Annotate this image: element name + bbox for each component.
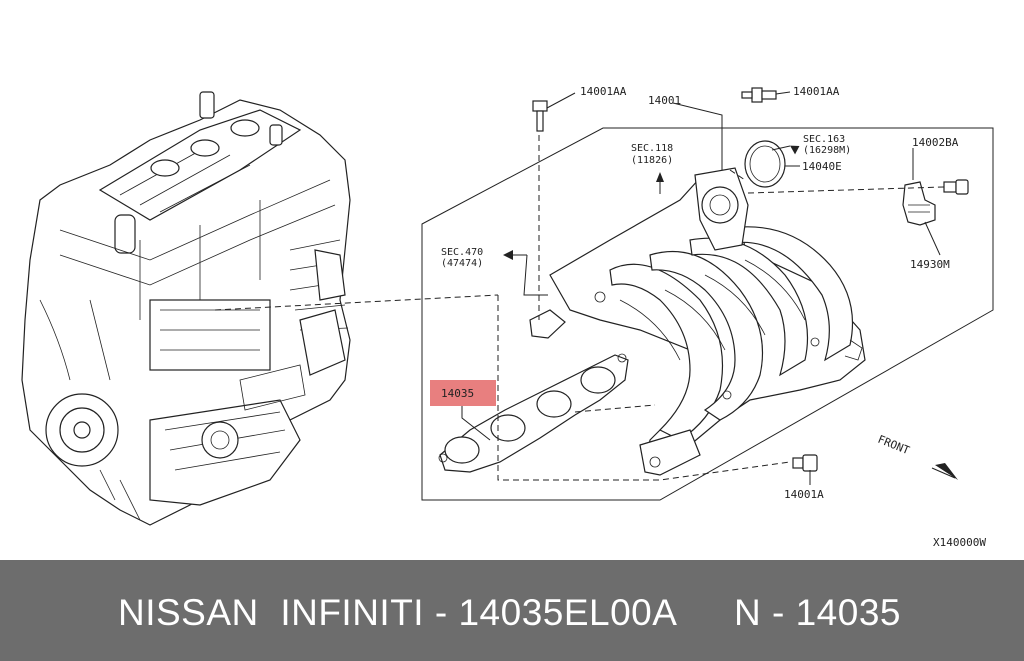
label-14001A: 14001A [784, 488, 824, 501]
label-sec470: SEC.470 [441, 247, 483, 258]
label-sec163: SEC.163 [803, 134, 845, 145]
bolt-14001AA-top-left [532, 100, 548, 132]
assembly-boundary [421, 127, 994, 501]
label-14930M: 14930M [910, 258, 950, 271]
label-14002BA: 14002BA [912, 136, 959, 149]
highlight-box-14035 [430, 380, 496, 406]
engine-to-manifold-leader [214, 294, 499, 311]
label-14001: 14001 [648, 94, 681, 107]
exploded-parts-diagram: 14001AA 14001 14001AA SEC.118 (11826) SE… [21, 85, 994, 549]
bolt-14001AA-top-right [741, 87, 777, 103]
label-sec118-sub: (11826) [631, 155, 673, 166]
sensor-14930M [902, 181, 936, 226]
label-14001AA-top-right: 14001AA [793, 85, 840, 98]
footer-part-title: NISSAN INFINITI - 14035EL00A [118, 592, 678, 633]
label-sec118: SEC.118 [631, 143, 673, 154]
label-14001AA-top-left: 14001AA [580, 85, 627, 98]
footer-reference-number: N - 14035 [734, 592, 901, 633]
part-number-footer: NISSAN INFINITI - 14035EL00A N - 14035 [0, 560, 1024, 661]
label-14040E: 14040E [802, 160, 842, 173]
engine-block-illustration [21, 91, 351, 526]
label-14035: 14035 [441, 387, 474, 400]
label-front: FRONT [876, 433, 912, 458]
label-sec163-sub: (16298M) [803, 145, 851, 156]
manifold-gasket-14035 [438, 353, 629, 473]
label-sec470-sub: (47474) [441, 258, 483, 269]
bolt-14002BA [943, 179, 969, 195]
front-arrow-icon [935, 463, 958, 480]
bolt-14001A-bottom [792, 454, 818, 472]
o-ring-14040E [744, 140, 786, 188]
intake-manifold-illustration [529, 167, 866, 476]
figure-code: X140000W [933, 536, 986, 549]
